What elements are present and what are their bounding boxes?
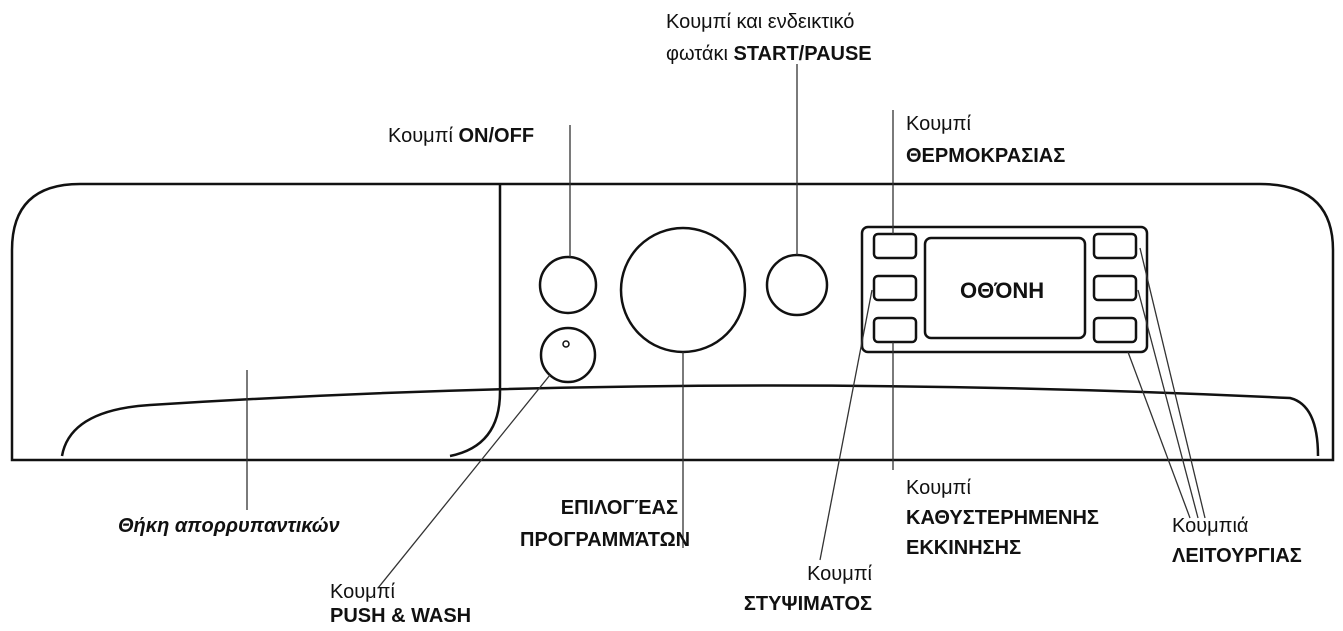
function-button-1 [1092, 232, 1138, 260]
start-pause-button [765, 253, 829, 317]
temperature-button [872, 232, 918, 260]
function-button-3 [1092, 316, 1138, 344]
label-spin: Κουμπί ΣΤΥΨΙΜΑΤΟΣ [743, 563, 872, 615]
detergent-drawer-edge [449, 184, 502, 458]
label-start-pause: Κουμπί και ενδεικτικό φωτάκι START/PAUSE [666, 11, 872, 65]
screen-label: ΟΘΌΝΗ [960, 278, 1045, 303]
label-temperature: Κουμπί ΘΕΡΜΟΚΡΑΣΙΑΣ [906, 113, 1066, 167]
label-function-buttons: Κουμπιά ΛΕΙΤΟΥΡΓΙΑΣ [1172, 515, 1302, 567]
spin-button [872, 274, 918, 302]
leader-spin [819, 289, 873, 561]
panel-lower-curve [60, 384, 1320, 457]
screen [923, 236, 1087, 340]
label-detergent-drawer: Θήκη απορρυπαντικών [118, 515, 340, 537]
panel-outline [10, 182, 1335, 462]
function-button-2 [1092, 274, 1138, 302]
push-wash-button [539, 326, 597, 384]
on-off-button [538, 255, 598, 315]
label-delay-start: Κουμπί ΚΑΘΥΣΤΕΡΗΜΕΝΗΣ ΕΚΚΙΝΗΣΗΣ [906, 477, 1099, 559]
program-selector-dial [619, 226, 747, 354]
label-push-wash: Κουμπί PUSH & WASH [330, 581, 472, 627]
leader-push-wash [377, 374, 551, 589]
leader-function-3 [1127, 351, 1191, 519]
label-on-off: Κουμπί ON/OFF [388, 125, 535, 147]
leader-function-1 [1139, 247, 1206, 519]
label-program-selector: ΕΠΙΛΟΓΈΑΣ ΠΡΟΓΡΑΜΜΆΤΩΝ [520, 497, 691, 551]
leader-function-2 [1137, 289, 1199, 519]
push-wash-indicator [562, 340, 570, 348]
delay-start-button [872, 316, 918, 344]
